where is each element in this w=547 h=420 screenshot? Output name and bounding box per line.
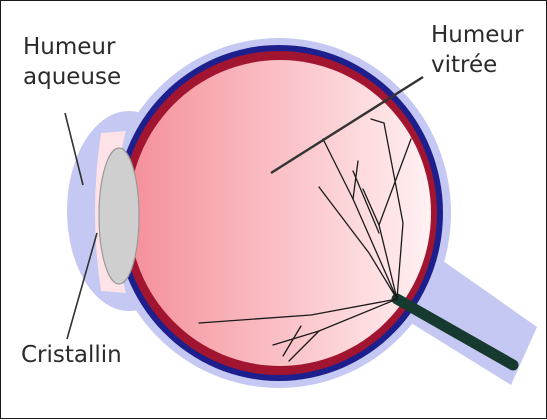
label-vitreous-line1: Humeur <box>431 20 523 50</box>
label-lens: Cristallin <box>21 340 122 370</box>
label-vitreous-humor: Humeur vitrée <box>431 20 523 80</box>
label-aqueous-line2: aqueuse <box>23 62 121 92</box>
vitreous-body <box>129 60 431 366</box>
label-vitreous-line2: vitrée <box>431 50 523 80</box>
label-aqueous-humor: Humeur aqueuse <box>23 32 121 92</box>
lens-shape <box>99 148 139 284</box>
label-aqueous-line1: Humeur <box>23 32 121 62</box>
